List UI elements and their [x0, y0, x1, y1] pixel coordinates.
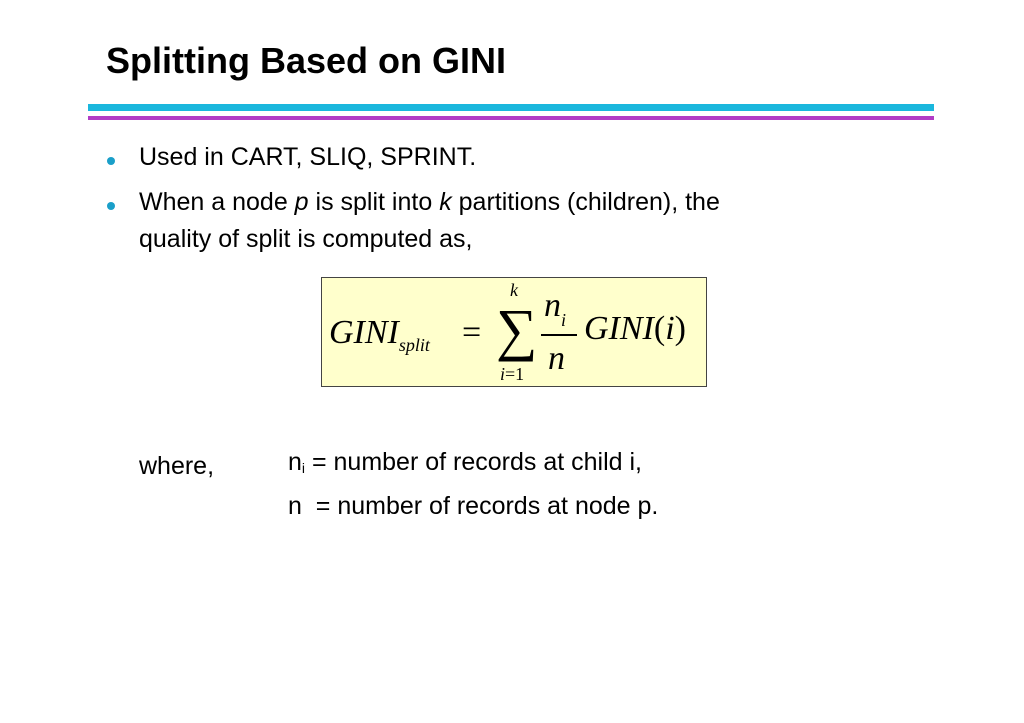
formula-lhs: GINIsplit — [329, 314, 430, 355]
definition-ni: ni = number of records at child i, — [288, 448, 642, 476]
variable-p: p — [294, 188, 309, 216]
variable-k: k — [439, 188, 452, 216]
formula-equals: = — [462, 314, 482, 351]
fraction-bar — [541, 334, 577, 336]
title-underline-cyan — [88, 104, 934, 111]
formula-box: GINIsplit = ∑ k i=1 ni n GINI(i) — [321, 277, 707, 387]
sum-lower-limit: i=1 — [500, 364, 525, 384]
bullet-dot — [107, 157, 115, 165]
formula-rhs: GINI(i) — [584, 310, 686, 347]
where-label: where, — [139, 452, 215, 480]
fraction-numerator: ni — [544, 287, 567, 330]
slide-title: Splitting Based on GINI — [106, 40, 507, 81]
sum-upper-limit: k — [510, 280, 518, 300]
bullet-text: When a node p is split into k partitions… — [139, 188, 720, 216]
bullet-dot — [107, 202, 115, 210]
bullet-text: Used in CART, SLIQ, SPRINT. — [139, 143, 477, 171]
fraction-denominator: n — [548, 340, 565, 377]
summation-symbol: ∑ — [496, 297, 538, 362]
bullet-text-continuation: quality of split is computed as, — [139, 225, 473, 253]
definition-n: n = number of records at node p. — [288, 492, 659, 520]
title-underline-magenta — [88, 116, 934, 120]
